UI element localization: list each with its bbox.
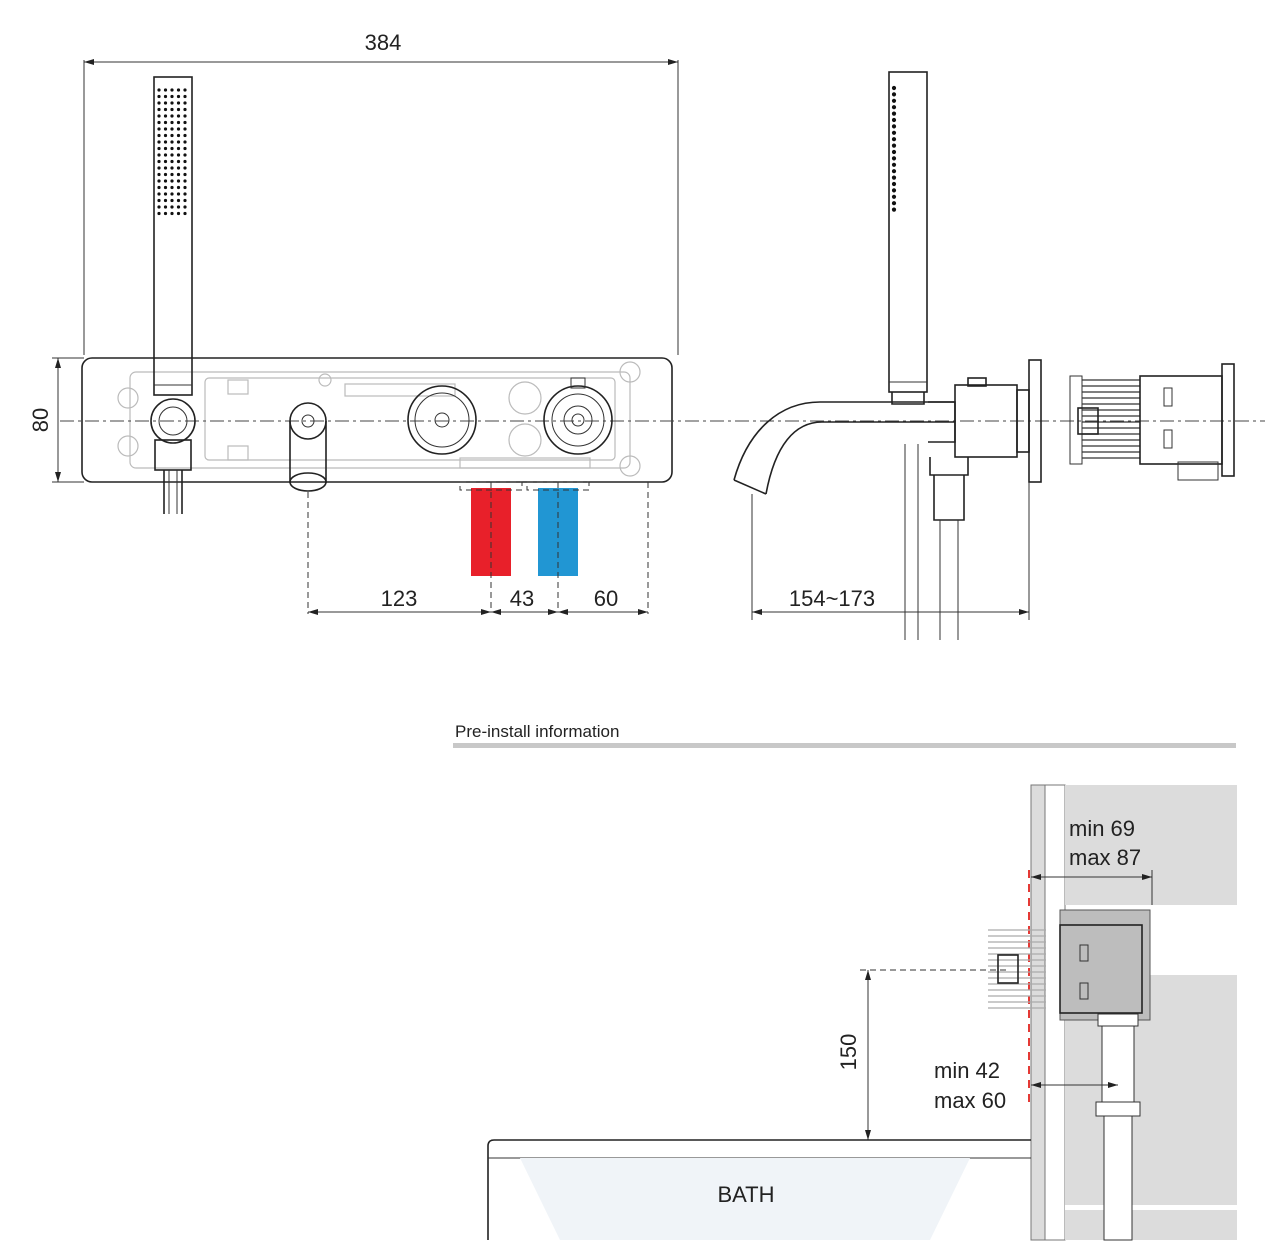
bath xyxy=(487,1139,1031,1240)
front-view: 384 80 xyxy=(28,30,1265,615)
spout-side xyxy=(733,401,955,481)
shower-spray-holes xyxy=(157,88,187,216)
tile-depth-max-label: max 60 xyxy=(934,1088,1006,1113)
spout-to-hot-label: 123 xyxy=(381,586,418,611)
tile-depth-min-label: min 42 xyxy=(934,1058,1000,1083)
spout-projection-label: 154~173 xyxy=(789,586,875,611)
wall-block-top xyxy=(1065,785,1237,905)
hot-to-cold-label: 43 xyxy=(510,586,534,611)
bath-label: BATH xyxy=(717,1182,774,1207)
wall-depth-min-label: min 69 xyxy=(1069,816,1135,841)
shower-spray-holes-side xyxy=(891,85,897,212)
wall-depth-max-label: max 87 xyxy=(1069,845,1141,870)
overall-width-label: 384 xyxy=(365,30,402,55)
height-above-bath-label: 150 xyxy=(836,1034,861,1071)
hand-shower xyxy=(153,76,193,396)
cold-to-edge-label: 60 xyxy=(594,586,618,611)
hand-shower-side xyxy=(888,71,928,393)
supply-pipe xyxy=(1101,1025,1135,1107)
section-separator xyxy=(453,743,1236,748)
wall-plate-side xyxy=(1028,359,1042,483)
plate-height-label: 80 xyxy=(28,408,53,432)
diverter-handle xyxy=(407,385,477,455)
shower-holder xyxy=(150,398,196,444)
wall-tile-layer xyxy=(1030,784,1046,1241)
cover-plate xyxy=(81,357,673,483)
section-title: Pre-install information xyxy=(455,722,619,741)
pre-install-section: Pre-install information 150 xyxy=(453,722,1237,1241)
concealed-body xyxy=(1059,924,1143,1014)
mixer-handle xyxy=(543,385,613,455)
side-view: 154~173 xyxy=(733,71,1235,640)
